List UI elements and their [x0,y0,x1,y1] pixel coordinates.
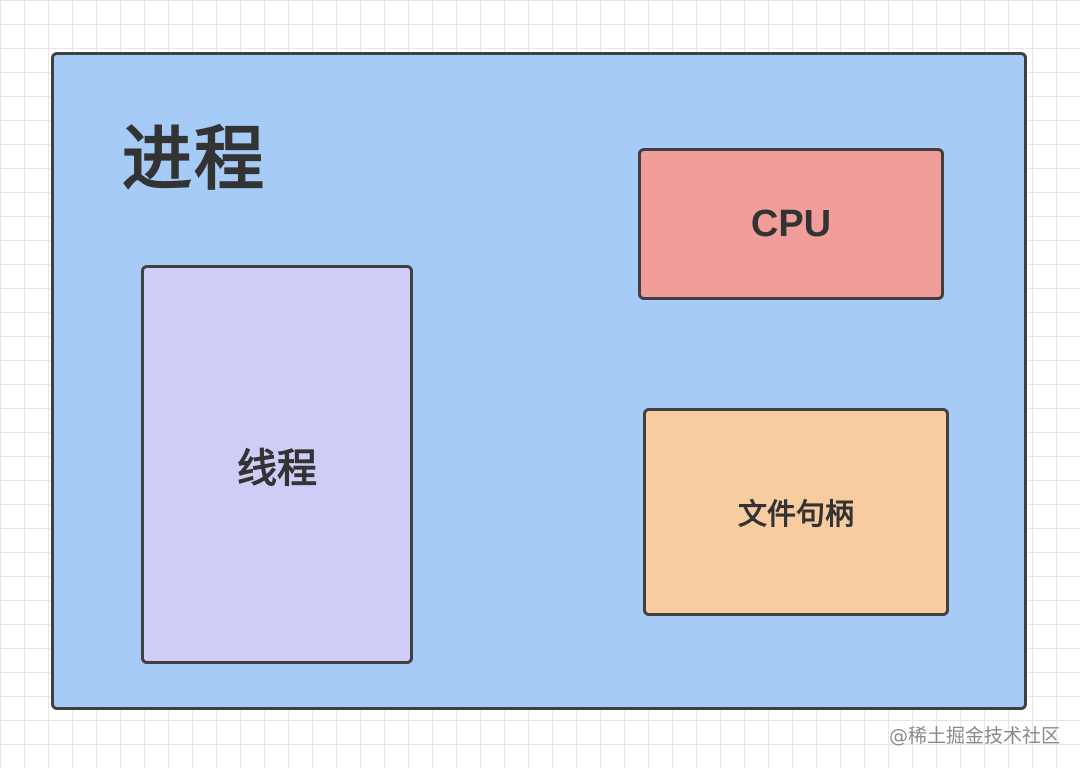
cpu-label: CPU [750,202,832,245]
cpu-box: CPU [638,148,944,300]
file-handle-label: 文件句柄 [737,497,854,531]
file-handle-box: 文件句柄 [643,408,949,616]
thread-box: 线程 [141,265,413,664]
process-title: 进程 [122,118,266,200]
watermark: @稀土掘金技术社区 [888,725,1060,747]
thread-label: 线程 [237,445,317,492]
